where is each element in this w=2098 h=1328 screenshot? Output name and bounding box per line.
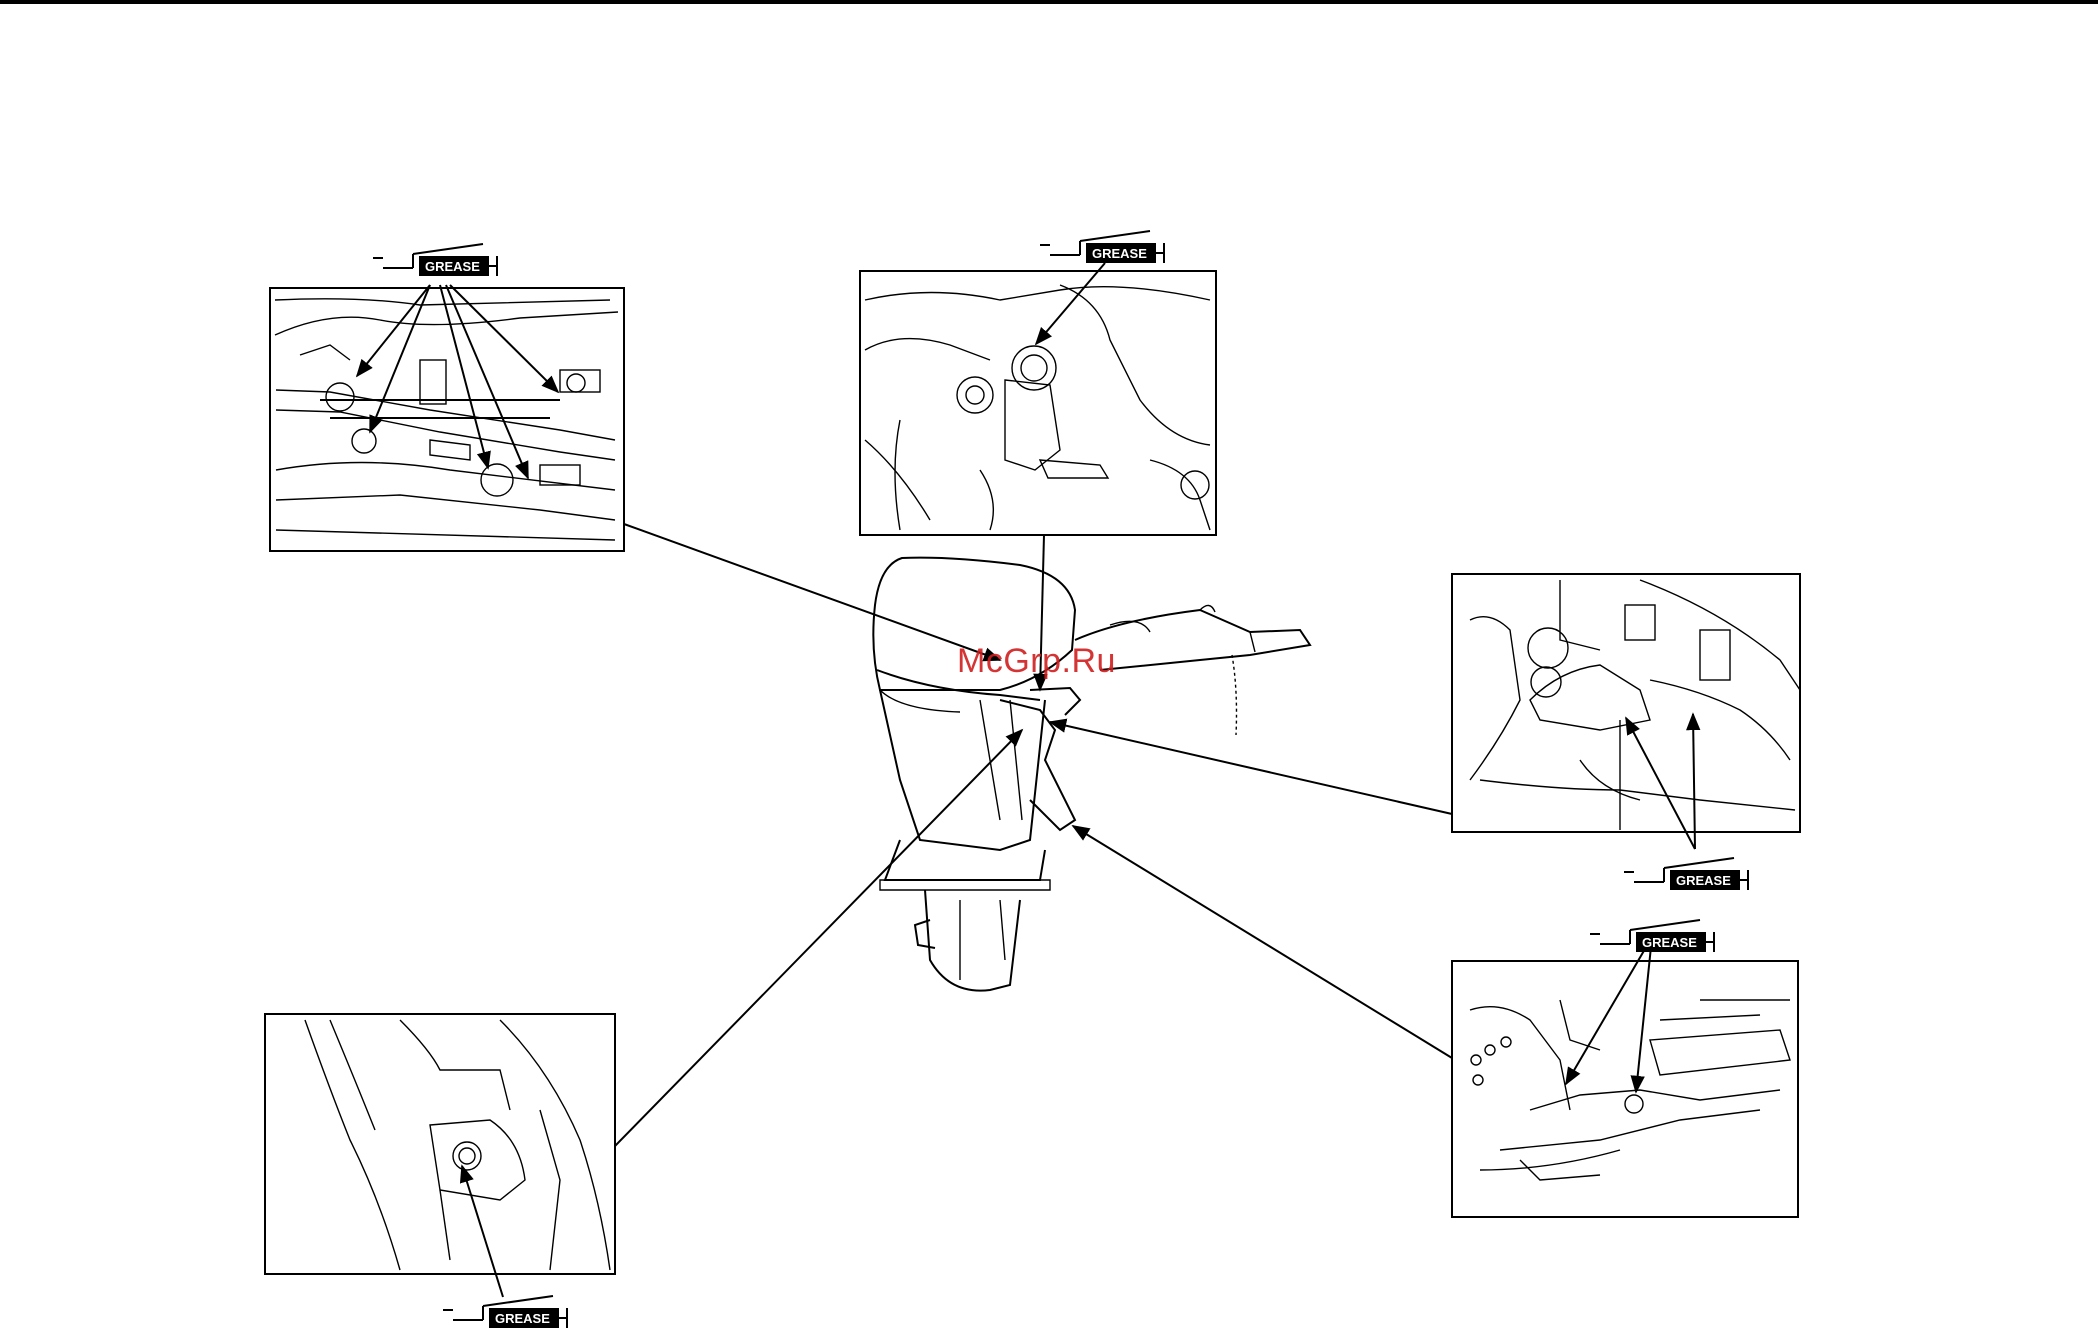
detail-panel-top-center <box>860 263 1216 535</box>
watermark-text: McGrp.Ru <box>957 642 1116 681</box>
grease-label: GREASE <box>1676 873 1731 888</box>
grease-label: GREASE <box>495 1311 550 1326</box>
detail-panel-top-left <box>270 285 624 551</box>
grease-gun-icon: GREASE <box>443 1296 567 1328</box>
grease-label: GREASE <box>425 259 480 274</box>
grease-gun-icon: GREASE <box>373 244 497 276</box>
grease-gun-icon: GREASE <box>1624 858 1748 890</box>
grease-label: GREASE <box>1092 246 1147 261</box>
grease-gun-icon: GREASE <box>1040 231 1164 263</box>
outboard-motor-illustration <box>615 524 1452 1146</box>
detail-panel-right-upper <box>1452 574 1800 849</box>
grease-gun-icon: GREASE <box>1590 920 1714 952</box>
detail-panel-right-lower <box>1452 937 1798 1217</box>
grease-label: GREASE <box>1642 935 1697 950</box>
detail-panel-bottom-left <box>265 1014 615 1297</box>
